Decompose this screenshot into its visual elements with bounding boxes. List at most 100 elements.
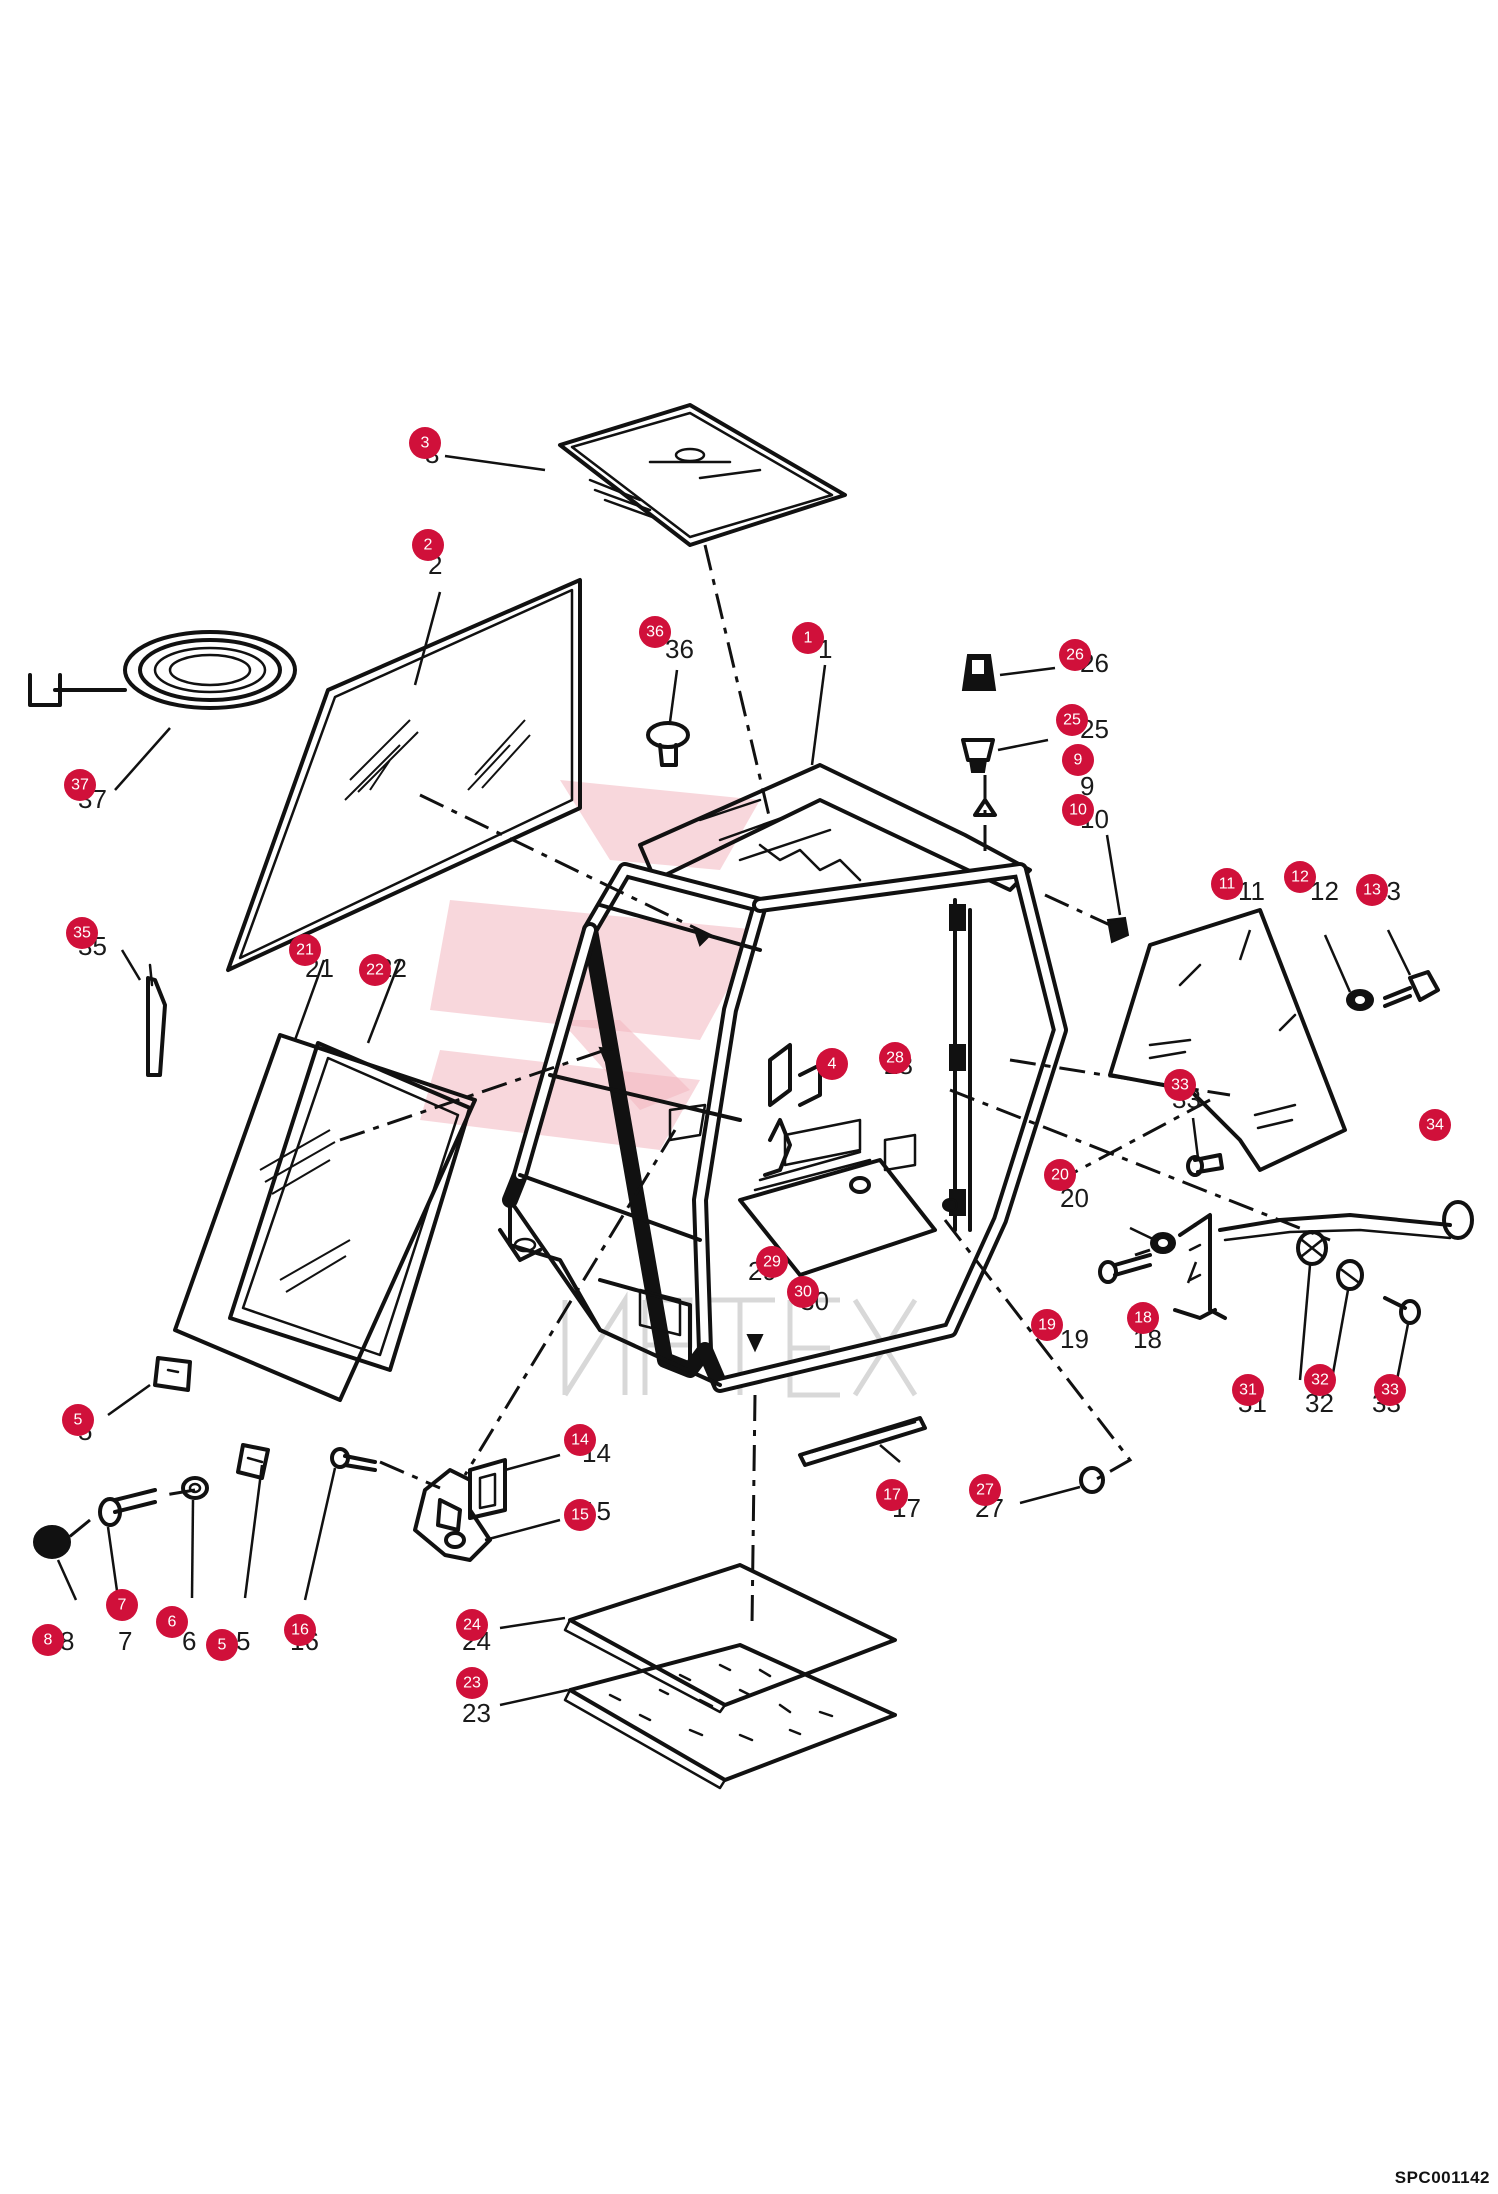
latch-plate-14 <box>468 1458 507 1520</box>
callout-1: 1 <box>792 622 824 654</box>
callout-15: 15 <box>564 1499 596 1531</box>
svg-text:17: 17 <box>883 1487 901 1504</box>
stud-7 <box>98 1488 157 1527</box>
callout-24: 24 <box>456 1609 488 1641</box>
svg-text:1: 1 <box>804 630 813 647</box>
bolt-13 <box>1383 970 1440 1008</box>
harness-bushing <box>1218 1200 1474 1242</box>
callout-23: 23 <box>456 1667 488 1699</box>
svg-text:18: 18 <box>1134 1310 1152 1327</box>
washer-6 <box>181 1476 209 1500</box>
label-9: 9 <box>1080 771 1094 801</box>
fitting-30 <box>942 1198 958 1212</box>
svg-text:5: 5 <box>218 1637 227 1654</box>
floor-mat <box>563 1563 897 1714</box>
label-7: 7 <box>118 1626 132 1656</box>
svg-text:5: 5 <box>74 1412 83 1429</box>
cap-plug-27 <box>1079 1466 1105 1494</box>
label-6: 6 <box>182 1626 196 1656</box>
callout-6: 6 <box>156 1606 188 1638</box>
svg-text:24: 24 <box>463 1617 481 1634</box>
callout-11: 11 <box>1211 868 1243 900</box>
knob-8 <box>33 1525 71 1559</box>
callout-14: 14 <box>564 1424 596 1456</box>
callout-5-lower: 5 <box>206 1629 238 1661</box>
side-window-glass <box>226 578 582 972</box>
floor-insulation <box>563 1643 897 1790</box>
svg-text:19: 19 <box>1038 1317 1056 1334</box>
plug <box>1106 916 1130 944</box>
callout-22: 22 <box>359 954 391 986</box>
callout-27: 27 <box>969 1474 1001 1506</box>
svg-text:16: 16 <box>291 1622 309 1639</box>
callout-29: 29 <box>756 1246 788 1278</box>
svg-text:33: 33 <box>1381 1382 1399 1399</box>
svg-text:29: 29 <box>763 1254 781 1271</box>
svg-text:11: 11 <box>1219 876 1236 893</box>
svg-text:26: 26 <box>1066 647 1084 664</box>
svg-text:21: 21 <box>296 942 314 959</box>
callout-3: 3 <box>409 427 441 459</box>
label-23: 23 <box>462 1698 491 1728</box>
svg-text:23: 23 <box>463 1675 481 1692</box>
svg-text:10: 10 <box>1069 802 1087 819</box>
fitting-29 <box>849 1176 871 1194</box>
callout-32: 32 <box>1304 1364 1336 1396</box>
svg-text:28: 28 <box>886 1050 904 1067</box>
callout-16: 16 <box>284 1614 316 1646</box>
callout-36: 36 <box>639 616 671 648</box>
clip-nut-32 <box>1336 1259 1364 1291</box>
svg-text:13: 13 <box>1363 882 1381 899</box>
callout-25: 25 <box>1056 704 1088 736</box>
callout-2: 2 <box>412 529 444 561</box>
svg-text:9: 9 <box>1074 752 1083 769</box>
svg-text:35: 35 <box>73 925 91 942</box>
callout-20: 20 <box>1044 1159 1076 1191</box>
callout-30: 30 <box>787 1276 819 1308</box>
bolt-19 <box>1098 1253 1152 1284</box>
screw-16 <box>330 1447 377 1472</box>
svg-text:7: 7 <box>118 1597 127 1614</box>
callout-33-upper: 33 <box>1164 1069 1196 1101</box>
hinge-plate-5-left <box>153 1356 192 1392</box>
svg-text:6: 6 <box>168 1614 177 1631</box>
svg-text:30: 30 <box>794 1284 812 1301</box>
svg-text:22: 22 <box>366 962 384 979</box>
svg-text:33: 33 <box>1171 1077 1189 1094</box>
svg-text:20: 20 <box>1051 1167 1069 1184</box>
svg-text:32: 32 <box>1311 1372 1329 1389</box>
callout-9: 9 <box>1062 744 1094 776</box>
washer-20 <box>1150 1232 1176 1254</box>
rubber-boot <box>961 654 997 691</box>
svg-text:37: 37 <box>71 777 89 794</box>
hinge-plate-5-lower <box>236 1443 270 1480</box>
callout-35: 35 <box>66 917 98 949</box>
svg-text:34: 34 <box>1426 1117 1444 1134</box>
callout-5-left: 5 <box>62 1404 94 1436</box>
svg-text:15: 15 <box>571 1507 589 1524</box>
callout-12: 12 <box>1284 861 1316 893</box>
clamp-bracket <box>1173 1213 1227 1320</box>
label-19: 19 <box>1060 1324 1089 1354</box>
svg-text:12: 12 <box>1291 869 1309 886</box>
screw-33-lower <box>1383 1296 1421 1325</box>
svg-text:25: 25 <box>1063 712 1081 729</box>
callout-4: 4 <box>816 1048 848 1080</box>
callout-26: 26 <box>1059 639 1091 671</box>
callout-badges: 1 2 3 4 5 5 6 7 8 9 10 11 12 13 14 15 16… <box>32 427 1451 1699</box>
callout-13: 13 <box>1356 874 1388 906</box>
callout-17: 17 <box>876 1479 908 1511</box>
drawing-reference-code: SPC001142 <box>1394 2168 1490 2187</box>
callout-37: 37 <box>64 769 96 801</box>
direction-arrows <box>598 928 764 1353</box>
callout-19: 19 <box>1031 1309 1063 1341</box>
seal-coil <box>28 630 297 710</box>
svg-text:31: 31 <box>1239 1382 1257 1399</box>
svg-text:27: 27 <box>976 1482 994 1499</box>
svg-text:14: 14 <box>571 1432 589 1449</box>
svg-text:2: 2 <box>424 537 433 554</box>
callout-7: 7 <box>106 1589 138 1621</box>
washer-12 <box>1346 989 1374 1011</box>
label-8: 8 <box>60 1626 74 1656</box>
